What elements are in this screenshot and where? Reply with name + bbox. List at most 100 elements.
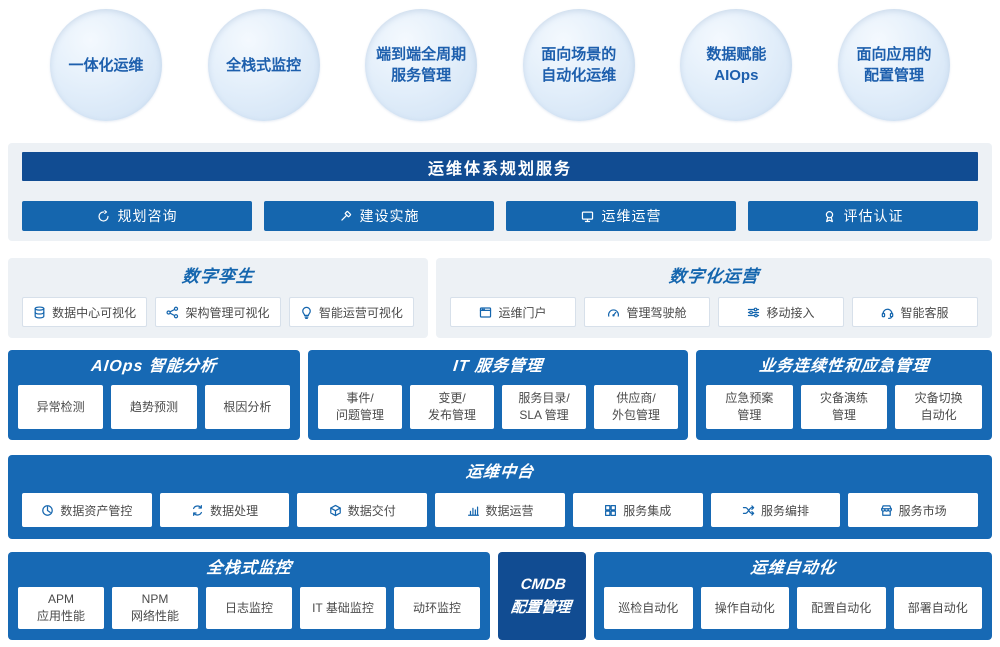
chip-apm: APM 应用性能 [18, 587, 104, 629]
chip-change-release: 变更/ 发布管理 [410, 385, 494, 429]
planning-item-operation: 运维运营 [506, 201, 736, 231]
chip-data-processing: 数据处理 [159, 493, 290, 527]
chip-inspection-automation: 巡检自动化 [604, 587, 693, 629]
row-analysis: AIOps 智能分析 异常检测 趋势预测 根因分析 IT 服务管理 事件/ 问题… [8, 350, 992, 440]
topology-icon [166, 306, 179, 319]
section-cmdb: CMDB 配置管理 [498, 552, 586, 640]
chip-label: 服务集成 [623, 503, 672, 518]
chip-label: 智能运营可视化 [318, 305, 403, 320]
chip-label: 移动接入 [766, 305, 815, 320]
hammer-icon [339, 210, 352, 223]
section-fullstack-monitoring: 全栈式监控 APM 应用性能 NPM 网络性能 日志监控 IT 基础监控 动环监… [8, 552, 490, 640]
chip-intelligent-service: 智能客服 [852, 297, 978, 327]
chip-facility-monitoring: 动环监控 [394, 587, 480, 629]
gauge-icon [607, 306, 620, 319]
automation-title: 运维自动化 [749, 560, 837, 577]
chip-catalog-sla: 服务目录/ SLA 管理 [502, 385, 586, 429]
chip-label: 智能客服 [900, 305, 949, 320]
planning-item-label: 建设实施 [359, 208, 420, 224]
chip-incident-problem: 事件/ 问题管理 [318, 385, 402, 429]
chip-label: 数据运营 [485, 503, 534, 518]
chip-label: 运维门户 [498, 305, 547, 320]
portal-icon [479, 306, 492, 319]
bubble-fullstack-monitoring: 全栈式监控 [207, 9, 320, 121]
chip-service-integration: 服务集成 [572, 493, 703, 527]
planning-item-implementation: 建设实施 [264, 201, 494, 231]
chip-intelligent-ops-visualization: 智能运营可视化 [288, 297, 414, 327]
grid-icon [604, 504, 617, 517]
planning-item-label: 规划咨询 [117, 208, 178, 224]
monitor-icon [581, 210, 594, 223]
bubble-aiops: 数据赋能 AIOps [680, 9, 793, 121]
planning-item-consulting: 规划咨询 [22, 201, 252, 231]
row-digital: 数字孪生 数据中心可视化 架构管理可视化 智能运营可视化 数字化运营 [8, 258, 992, 338]
chip-datacenter-visualization: 数据中心可视化 [22, 297, 148, 327]
section-planning-services: 运维体系规划服务 规划咨询 建设实施 运维运营 评估认证 [8, 143, 992, 241]
chip-emergency-plan: 应急预案 管理 [706, 385, 793, 429]
database-icon [33, 305, 46, 319]
store-icon [880, 504, 893, 517]
chip-label: 数据中心可视化 [52, 305, 137, 320]
chip-label: 管理驾驶舱 [626, 305, 687, 320]
chip-label: 服务市场 [898, 503, 947, 518]
bubble-integrated-om: 一体化运维 [50, 9, 162, 121]
bubble-label: 端到端全周期 服务管理 [376, 46, 467, 84]
bar-chart-icon [467, 504, 480, 517]
digital-operation-title: 数字化运营 [668, 267, 761, 286]
chip-data-asset-control: 数据资产管控 [22, 493, 152, 527]
chip-npm: NPM 网络性能 [112, 587, 198, 629]
chip-om-portal: 运维门户 [450, 297, 576, 327]
bubble-label: 全栈式监控 [226, 56, 302, 74]
section-om-middle-platform: 运维中台 数据资产管控 数据处理 数据交付 数据运营 服务集成 [8, 455, 992, 539]
chip-vendor-outsourcing: 供应商/ 外包管理 [594, 385, 678, 429]
section-digital-operation: 数字化运营 运维门户 管理驾驶舱 移动接入 智能客服 [436, 258, 992, 338]
chip-dr-switch-automation: 灾备切换 自动化 [895, 385, 983, 429]
planning-item-label: 运维运营 [601, 208, 662, 224]
chip-data-operation: 数据运营 [435, 493, 565, 527]
chip-label: 数据交付 [347, 503, 396, 518]
bubble-label: 数据赋能 AIOps [706, 46, 767, 84]
chip-anomaly-detection: 异常检测 [18, 385, 104, 429]
chip-management-cockpit: 管理驾驶舱 [584, 297, 710, 327]
chip-mobile-access: 移动接入 [718, 297, 844, 327]
bcm-title: 业务连续性和应急管理 [758, 358, 930, 375]
bubble-label: 一体化运维 [68, 56, 144, 74]
shuffle-icon [742, 504, 755, 517]
chip-operation-automation: 操作自动化 [700, 587, 789, 629]
capability-bubbles: 一体化运维 全栈式监控 端到端全周期 服务管理 面向场景的 自动化运维 数据赋能… [8, 0, 992, 121]
section-aiops-analysis: AIOps 智能分析 异常检测 趋势预测 根因分析 [8, 350, 300, 440]
clock-icon [41, 504, 54, 517]
chip-deploy-automation: 部署自动化 [893, 587, 982, 629]
section-business-continuity: 业务连续性和应急管理 应急预案 管理 灾备演练 管理 灾备切换 自动化 [696, 350, 992, 440]
chip-root-cause: 根因分析 [204, 385, 290, 429]
chip-label: 数据资产管控 [60, 503, 133, 518]
cmdb-title: CMDB 配置管理 [509, 575, 572, 616]
chip-data-delivery: 数据交付 [297, 493, 428, 527]
row-foundation: 全栈式监控 APM 应用性能 NPM 网络性能 日志监控 IT 基础监控 动环监… [8, 552, 992, 640]
process-icon [191, 504, 204, 517]
chip-it-infra-monitoring: IT 基础监控 [300, 587, 386, 629]
bubble-end-to-end: 端到端全周期 服务管理 [365, 9, 478, 121]
chip-label: 服务编排 [760, 503, 809, 518]
bubble-scenario-automation: 面向场景的 自动化运维 [522, 9, 635, 121]
chip-dr-drill: 灾备演练 管理 [800, 385, 888, 429]
chip-architecture-visualization: 架构管理可视化 [155, 297, 281, 327]
section-it-service-management: IT 服务管理 事件/ 问题管理 变更/ 发布管理 服务目录/ SLA 管理 供… [308, 350, 688, 440]
bubble-label: 面向场景的 自动化运维 [541, 46, 617, 84]
headset-icon [881, 306, 894, 319]
package-icon [329, 504, 342, 517]
aiops-title: AIOps 智能分析 [90, 358, 218, 375]
planning-item-certification: 评估认证 [748, 201, 978, 231]
chip-log-monitoring: 日志监控 [206, 587, 292, 629]
chip-service-market: 服务市场 [848, 493, 979, 527]
bubble-app-config: 面向应用的 配置管理 [837, 9, 950, 121]
section-om-automation: 运维自动化 巡检自动化 操作自动化 配置自动化 部署自动化 [594, 552, 992, 640]
chip-trend-prediction: 趋势预测 [111, 385, 197, 429]
sliders-icon [747, 306, 760, 319]
planning-title: 运维体系规划服务 [22, 152, 978, 181]
chip-service-orchestration: 服务编排 [710, 493, 841, 527]
middle-platform-title: 运维中台 [465, 464, 535, 481]
chip-label: 数据处理 [210, 503, 259, 518]
planning-items: 规划咨询 建设实施 运维运营 评估认证 [22, 201, 978, 231]
